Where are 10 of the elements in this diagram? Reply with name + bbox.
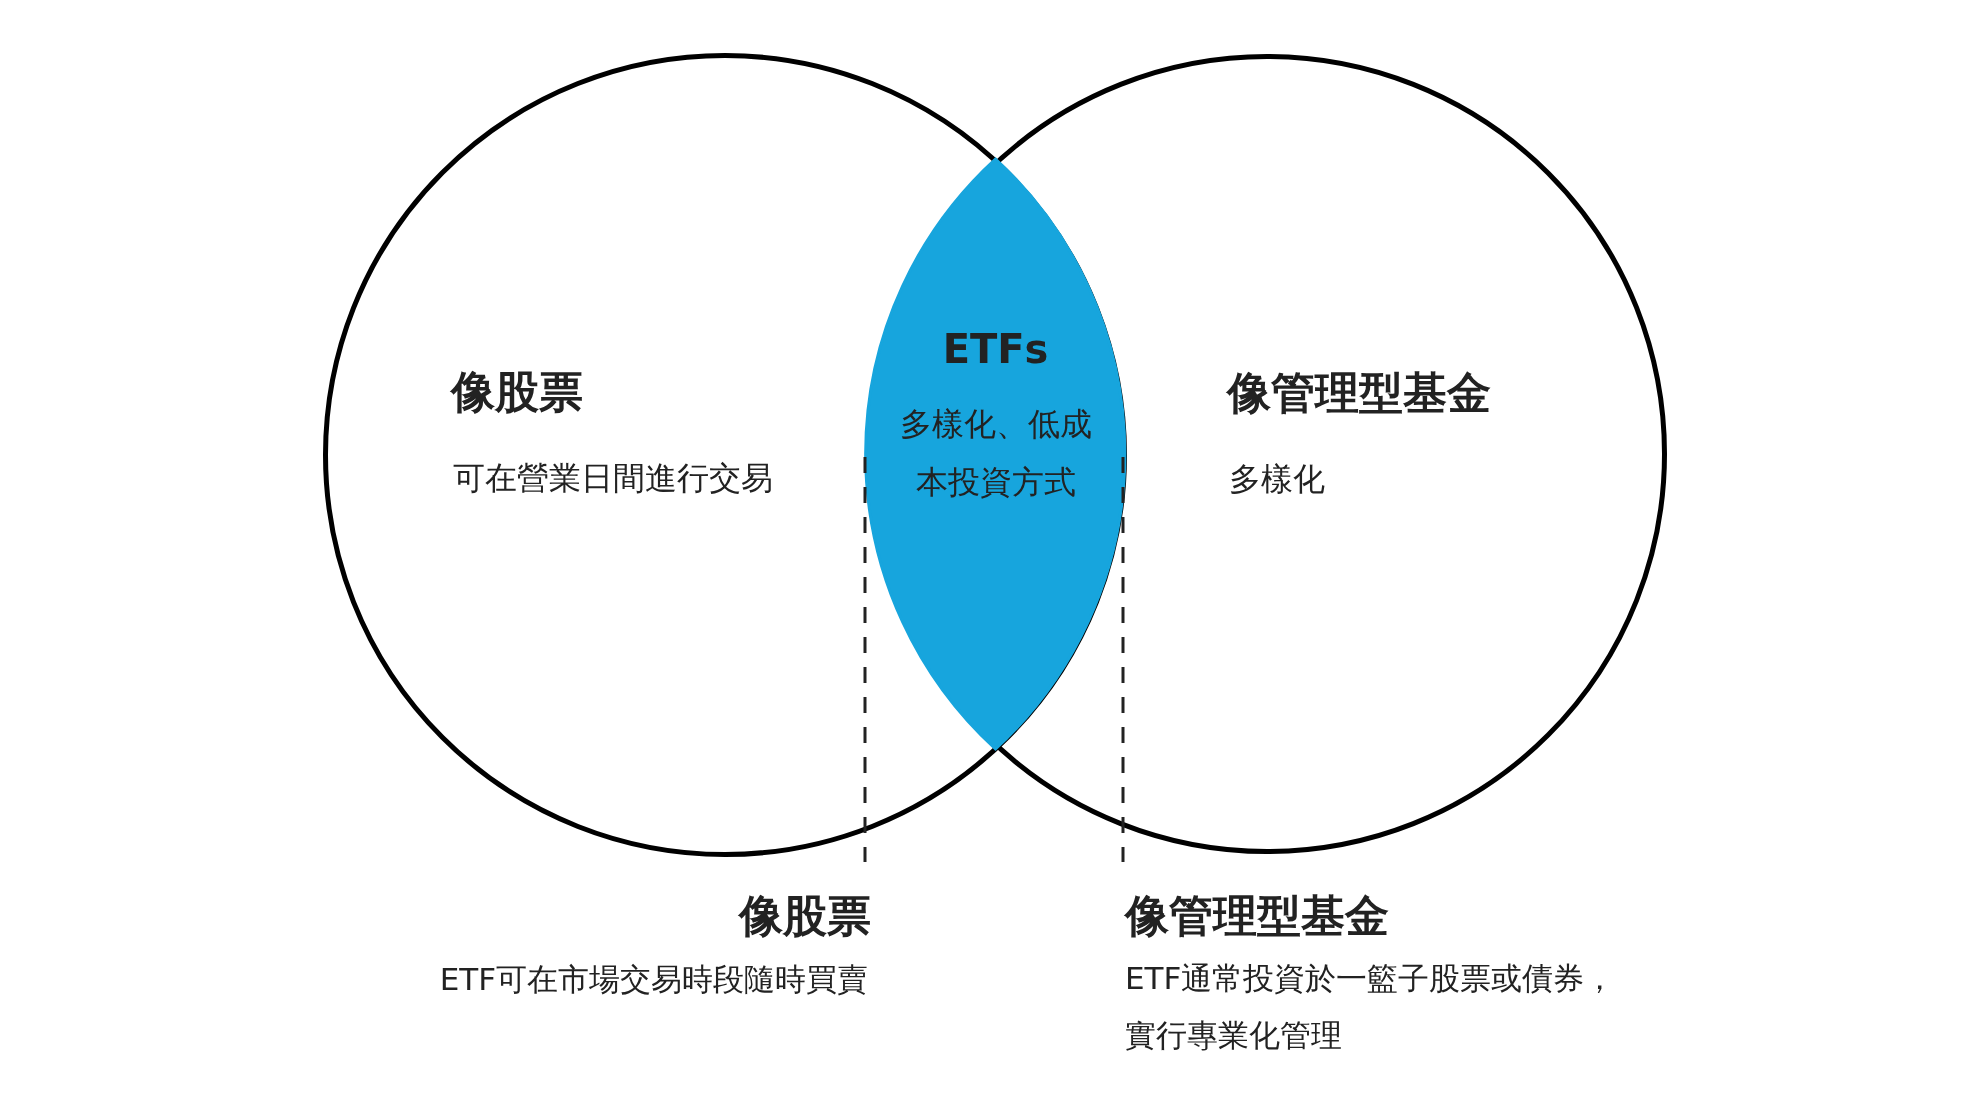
circle-description: 多樣化: [1229, 463, 1325, 495]
circle-heading: 像管理型基金: [1227, 371, 1491, 415]
section-heading: 像管理型基金: [1125, 894, 1389, 938]
section-heading: 像股票: [739, 894, 871, 938]
overlap-description: 多樣化、低成本投資方式: [898, 404, 1093, 503]
section-description: ETF通常投資於一籃子股票或債券，實行專業化管理: [1125, 959, 1617, 1055]
circle-description: 可在營業日間進行交易: [453, 462, 773, 494]
overlap-heading: ETFs: [942, 329, 1049, 369]
section-description: ETF可在市場交易時段隨時買賣: [439, 964, 868, 995]
circle-heading: 像股票: [451, 370, 583, 414]
